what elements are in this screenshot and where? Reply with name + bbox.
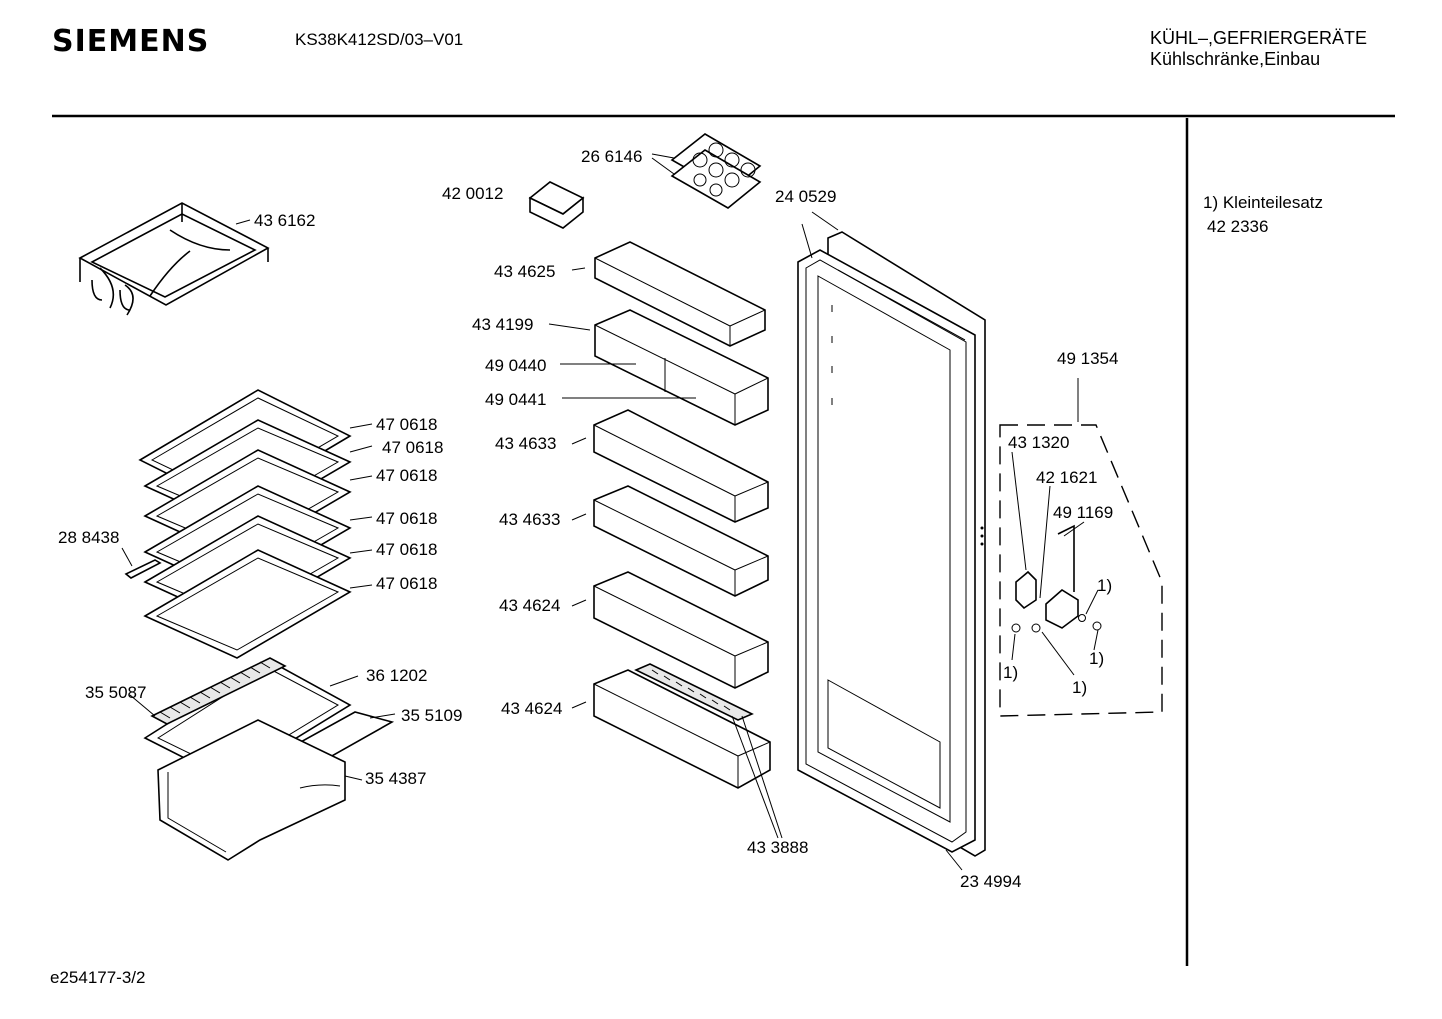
hinge-kit-group: [999, 378, 1163, 717]
label-glass-shelf-3: 47 0618: [376, 466, 438, 485]
label-wine-rack: 43 6162: [254, 211, 316, 230]
note-small-parts-number: 42 2336: [1207, 217, 1269, 236]
label-door-shelf-lidded: 43 4199: [472, 315, 534, 334]
label-door-shelf-mid-1: 43 4633: [495, 434, 557, 453]
label-lid-right: 49 0441: [485, 390, 547, 409]
label-butter-container: 42 0012: [442, 184, 504, 203]
category-subtitle: Kühlschränke,Einbau: [1150, 49, 1321, 69]
grille-strip: [150, 657, 287, 725]
footnote-marker-c: 1): [1003, 663, 1019, 682]
door-shelf-434199: [548, 309, 769, 426]
door-shelf-434624-lower: [571, 663, 783, 839]
refrigerator-door: [797, 211, 986, 871]
label-door-shelf-mid-2: 43 4633: [499, 510, 561, 529]
door-shelf-434625: [571, 241, 766, 347]
label-door-shelf-bottom-2: 43 4624: [501, 699, 563, 718]
label-glass-shelf-1: 47 0618: [376, 415, 438, 434]
label-glass-shelf-5: 47 0618: [376, 540, 438, 559]
footnote-marker-b: 1): [1089, 649, 1105, 668]
drawing-reference: e254177-3/2: [50, 968, 146, 987]
model-number: KS38K412SD/03–V01: [295, 30, 464, 49]
label-crisper-frame: 35 5109: [401, 706, 463, 725]
wine-rack-part: [78, 202, 270, 316]
footnote-marker-a: 1): [1097, 576, 1113, 595]
label-door: 23 4994: [960, 872, 1022, 891]
label-door-shelf-top: 43 4625: [494, 262, 556, 281]
shelf-trim-part: [121, 547, 162, 579]
label-egg-tray: 26 6146: [581, 147, 643, 166]
label-glass-shelf-2: 47 0618: [382, 438, 444, 457]
label-hinge-kit: 49 1354: [1057, 349, 1119, 368]
glass-shelf-6: [143, 549, 352, 659]
label-grille: 35 5087: [85, 683, 147, 702]
crisper-assembly: [129, 657, 396, 861]
butter-container-part: [528, 181, 585, 229]
label-crisper-drawer: 35 4387: [365, 769, 427, 788]
egg-trays-part: [651, 133, 762, 209]
label-shelf-divider: 43 3888: [747, 838, 809, 857]
label-crisper-cover: 36 1202: [366, 666, 428, 685]
note-small-parts-set: 1) Kleinteilesatz: [1203, 193, 1324, 212]
label-hinge-part-b: 42 1621: [1036, 468, 1098, 487]
glass-shelves-stack: [138, 389, 373, 659]
footnote-marker-d: 1): [1072, 678, 1088, 697]
hinge-bracket: [1011, 524, 1102, 633]
brand-logo: SIEMENS: [52, 24, 210, 59]
label-glass-shelf-6: 47 0618: [376, 574, 438, 593]
label-lid-left: 49 0440: [485, 356, 547, 375]
label-shelf-trim: 28 8438: [58, 528, 120, 547]
label-hinge-part-a: 43 1320: [1008, 433, 1070, 452]
label-hinge-part-c: 49 1169: [1053, 503, 1114, 522]
label-door-gasket: 24 0529: [775, 187, 837, 206]
door-shelf-434624-upper: [571, 571, 769, 689]
category-title: KÜHL–,GEFRIERGERÄTE: [1150, 28, 1368, 48]
label-door-shelf-bottom-1: 43 4624: [499, 596, 561, 615]
door-shelf-434633-upper: [571, 409, 769, 523]
door-shelf-434633-lower: [571, 485, 769, 597]
label-glass-shelf-4: 47 0618: [376, 509, 438, 528]
